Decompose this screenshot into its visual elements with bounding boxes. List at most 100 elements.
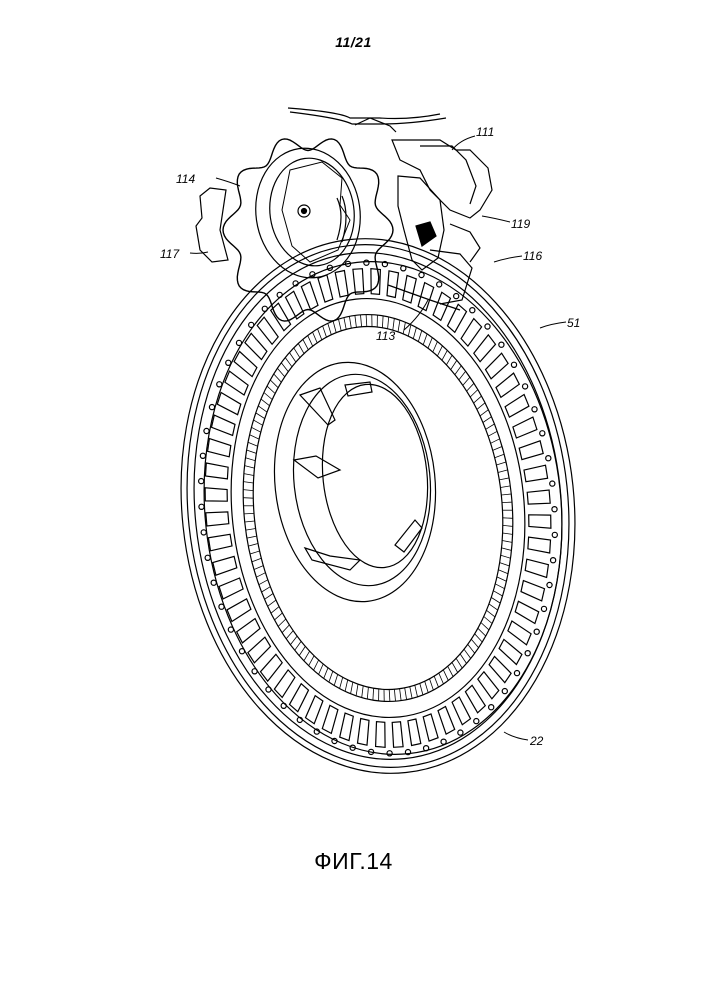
indexing-hole	[511, 362, 516, 367]
gear-tooth	[463, 377, 470, 385]
gear-tooth	[278, 619, 286, 626]
gear-tooth	[498, 470, 508, 473]
gear-tooth	[483, 417, 492, 423]
gear-tooth	[345, 680, 348, 691]
gear-tooth	[318, 329, 322, 340]
gear-tooth	[271, 607, 279, 614]
indexing-hole	[499, 342, 504, 347]
gear-tooth	[367, 687, 368, 699]
gear-tooth	[254, 420, 263, 425]
gear-tooth	[324, 668, 328, 679]
indexing-hole	[437, 282, 442, 287]
gear-tooth	[285, 358, 292, 367]
blister-pocket	[234, 352, 257, 377]
ring-gear	[224, 301, 531, 715]
blister-pocket	[528, 537, 551, 553]
blister-pocket	[423, 714, 438, 741]
blister-pocket	[286, 291, 304, 319]
gear-tooth	[501, 494, 511, 495]
gear-tooth	[493, 447, 502, 451]
gear-tooth	[474, 396, 482, 403]
indexing-hole	[546, 456, 551, 461]
indexing-hole	[364, 260, 369, 265]
blister-pocket	[524, 465, 548, 482]
gear-tooth	[398, 320, 400, 332]
gear-tooth	[243, 498, 253, 499]
gear-tooth	[403, 322, 405, 334]
gear-tooth	[250, 551, 260, 554]
blister-pocket	[513, 417, 537, 438]
gear-tooth	[418, 331, 422, 342]
blister-pocket	[206, 512, 229, 526]
gear-tooth	[475, 634, 483, 642]
gear-tooth	[478, 628, 486, 636]
gear-tooth	[493, 591, 502, 596]
blister-pocket	[376, 722, 386, 748]
gear-tooth	[499, 478, 509, 480]
gear-tooth	[446, 355, 452, 365]
label-22: 22	[529, 734, 544, 748]
blister-pocket	[208, 439, 231, 457]
indexing-hole	[514, 671, 519, 676]
indexing-hole	[236, 340, 241, 345]
gear-tooth	[468, 644, 475, 653]
blister-pocket	[335, 271, 348, 298]
indexing-hole	[525, 651, 530, 656]
gear-tooth	[500, 486, 510, 488]
label-114: 114	[176, 172, 195, 186]
gear-tooth	[434, 676, 438, 687]
gear-tooth	[480, 410, 488, 416]
gear-tooth	[340, 677, 343, 688]
leader-lines	[190, 136, 566, 740]
gear-tooth	[246, 529, 256, 531]
gear-tooth	[243, 490, 253, 491]
blister-pocket	[306, 696, 323, 724]
gear-tooth	[313, 332, 318, 343]
gear-tooth	[394, 689, 395, 701]
gear-tooth	[501, 555, 511, 558]
label-117: 117	[160, 247, 180, 261]
gear-tooth	[460, 654, 466, 664]
gear-tooth	[261, 399, 270, 406]
label-113: 113	[376, 329, 395, 343]
gear-tooth	[408, 325, 411, 336]
blister-pocket	[301, 282, 318, 310]
blister-pocket	[452, 697, 470, 725]
indexing-hole	[540, 431, 545, 436]
blister-pocket	[529, 515, 551, 528]
blister-pocket	[387, 271, 399, 298]
gear-tooth	[489, 604, 498, 610]
gear-tooth	[433, 342, 438, 352]
gear-tooth	[442, 350, 447, 360]
gear-tooth	[290, 353, 296, 363]
blister-pocket	[525, 559, 548, 577]
gear-tooth	[323, 326, 327, 337]
gear-tooth	[405, 688, 407, 700]
blister-pocket	[274, 670, 295, 698]
indexing-hole	[401, 266, 406, 271]
indexing-hole	[551, 558, 556, 563]
gear-tooth	[281, 363, 288, 372]
blister-pocket	[353, 269, 364, 295]
blister-pocket	[290, 684, 309, 712]
gear-tooth	[382, 316, 383, 328]
gear-tooth	[484, 617, 492, 624]
reference-numerals: 111 114 119 116 117 51 113 22	[160, 125, 580, 748]
indexing-hole	[424, 746, 429, 751]
blister-pocket	[358, 719, 370, 746]
gear-tooth	[451, 360, 457, 369]
blister-pocket	[496, 373, 519, 397]
indexing-hole	[262, 306, 267, 311]
gear-tooth	[430, 679, 434, 690]
indexing-hole	[534, 629, 539, 634]
gear-tooth	[420, 683, 423, 695]
gear-tooth	[491, 597, 500, 603]
indexing-hole	[211, 580, 216, 585]
indexing-hole	[387, 751, 392, 756]
gear-tooth	[486, 424, 495, 429]
gear-tooth	[400, 689, 402, 701]
indexing-hole	[252, 669, 257, 674]
indexing-hole	[239, 649, 244, 654]
gear-tooth	[290, 636, 297, 645]
indexing-hole	[204, 428, 209, 433]
